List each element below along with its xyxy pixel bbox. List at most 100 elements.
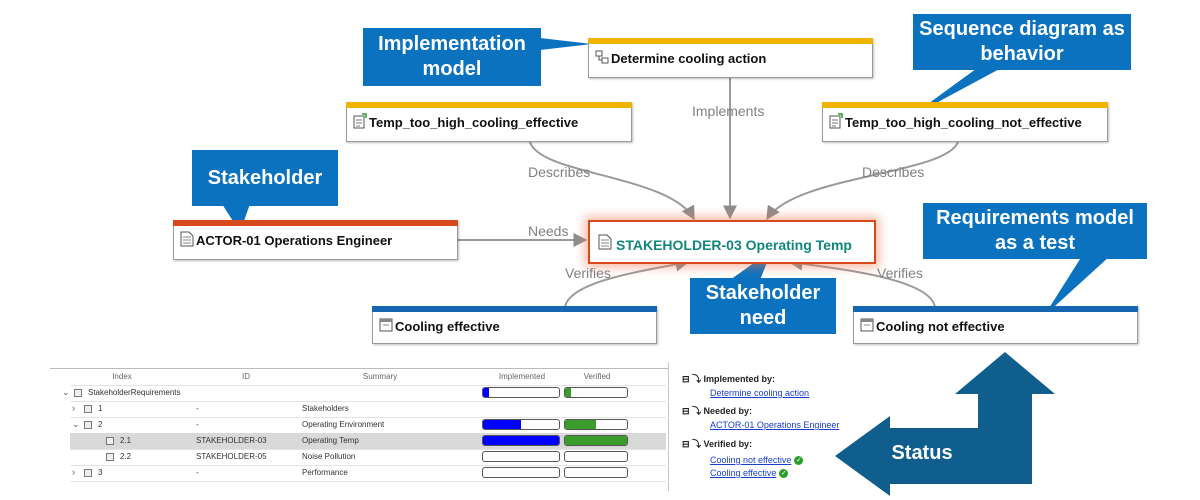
implemented-by-link[interactable]: Determine cooling action: [710, 388, 810, 398]
expand-icon[interactable]: ›: [72, 403, 75, 413]
needed-by-link[interactable]: ACTOR-01 Operations Engineer: [710, 420, 840, 430]
test-icon: [860, 318, 874, 332]
cell-index: 2: [98, 420, 103, 429]
implemented-progress-bar: [482, 467, 560, 478]
node-bar: [588, 38, 873, 44]
verified-progress-bar: [564, 451, 628, 462]
table-row[interactable]: ›1-Stakeholders: [70, 401, 666, 418]
node-stakeholder-operating-temp[interactable]: STAKEHOLDER-03 Operating Temp: [588, 220, 876, 264]
column-header-id[interactable]: ID: [242, 372, 250, 381]
collapse-icon[interactable]: ⌄: [72, 419, 80, 429]
node-determine-cooling-action[interactable]: Determine cooling action: [588, 38, 873, 78]
verifies-left-connector: [564, 257, 690, 308]
cell-summary: Stakeholders: [302, 404, 349, 413]
cell-id: -: [196, 420, 199, 429]
callout-requirements-model: Requirements model as a test: [923, 203, 1147, 259]
implemented-progress-bar: [482, 419, 560, 430]
relation-label-needs: Needs: [528, 223, 569, 239]
callout-stakeholder-need: Stakeholder need: [690, 278, 836, 334]
callout-implementation-model: Implementation model: [363, 28, 541, 86]
node-cooling-not-effective[interactable]: Cooling not effective: [853, 306, 1138, 344]
node-bar: [173, 220, 458, 226]
sequence-diagram-icon: [353, 113, 367, 129]
describes-left-connector: [529, 141, 695, 221]
table-header-row: Index ID Summary Implemented Verified: [70, 369, 666, 386]
cell-index: StakeholderRequirements: [88, 388, 181, 397]
requirement-icon: [598, 234, 612, 250]
describes-right-connector: [766, 141, 959, 221]
callout-sequence-diagram: Sequence diagram as behavior: [913, 14, 1131, 70]
cell-index: 2.2: [120, 452, 132, 461]
section-label: Verified by:: [703, 439, 753, 449]
link-text: Cooling effective: [710, 468, 777, 478]
requirement-icon: [84, 469, 92, 477]
verified-by-link-2[interactable]: Cooling effective✓: [710, 468, 789, 479]
verified-by-heading[interactable]: ⊟ ⤵ Verified by:: [682, 439, 753, 449]
cell-summary: Operating Temp: [302, 436, 359, 445]
implemented-progress-fill: [483, 436, 559, 445]
node-bar: [372, 306, 657, 312]
check-icon: ✓: [794, 456, 804, 466]
node-label: Temp_too_high_cooling_not_effective: [845, 115, 1082, 130]
node-temp-too-high-cooling-effective[interactable]: Temp_too_high_cooling_effective: [346, 102, 632, 142]
relation-label-verifies-right: Verifies: [877, 265, 923, 281]
table-row[interactable]: 2.2 STAKEHOLDER-05 Noise Pollution: [70, 449, 666, 466]
cell-summary: Noise Pollution: [302, 452, 356, 461]
verifies-right-connector: [788, 256, 936, 308]
requirement-icon: [84, 405, 92, 413]
column-header-summary[interactable]: Summary: [362, 372, 398, 381]
implemented-progress-fill: [483, 420, 521, 429]
relation-label-describes-left: Describes: [528, 164, 591, 180]
cell-id: -: [196, 468, 199, 477]
cell-id: -: [196, 404, 199, 413]
callout-pointer-implementation: [540, 38, 592, 50]
node-cooling-effective[interactable]: Cooling effective: [372, 306, 657, 344]
relation-label-verifies-left: Verifies: [565, 265, 611, 281]
implemented-progress-bar: [482, 435, 560, 446]
requirement-icon: [74, 389, 82, 397]
node-bar: [346, 102, 632, 108]
node-actor-operations-engineer[interactable]: ACTOR-01 Operations Engineer: [173, 220, 458, 260]
cell-summary: Operating Environment: [302, 420, 385, 429]
callout-pointer-requirements: [1044, 256, 1110, 316]
node-bar: [822, 102, 1108, 108]
verified-progress-bar: [564, 467, 628, 478]
node-label: STAKEHOLDER-03 Operating Temp: [616, 237, 852, 253]
requirement-icon: [84, 421, 92, 429]
implemented-progress-bar: [482, 451, 560, 462]
verified-progress-fill: [565, 420, 596, 429]
node-temp-too-high-cooling-not-effective[interactable]: Temp_too_high_cooling_not_effective: [822, 102, 1108, 142]
verified-progress-bar: [564, 419, 628, 430]
node-label: ACTOR-01 Operations Engineer: [196, 233, 393, 248]
section-label: Implemented by:: [703, 374, 776, 384]
column-header-verified[interactable]: Verified: [583, 372, 611, 381]
verified-progress-bar: [564, 387, 628, 398]
implemented-by-heading[interactable]: ⊟ ⤵ Implemented by:: [682, 374, 776, 384]
implemented-progress-bar: [482, 387, 560, 398]
requirement-icon: [106, 437, 114, 445]
callout-stakeholder: Stakeholder: [192, 150, 338, 206]
column-header-implemented[interactable]: Implemented: [498, 372, 546, 381]
cell-index: 2.1: [120, 436, 132, 445]
check-icon: ✓: [779, 469, 789, 479]
needed-by-heading[interactable]: ⊟ ⤵ Needed by:: [682, 406, 753, 416]
cell-id: STAKEHOLDER-05: [196, 452, 267, 461]
requirements-table: Index ID Summary Implemented Verified ⌄ S…: [50, 368, 669, 491]
test-icon: [379, 318, 393, 332]
callout-status: Status: [891, 441, 953, 464]
verified-progress-fill: [565, 388, 572, 397]
table-row[interactable]: ⌄ StakeholderRequirements: [62, 385, 666, 402]
verified-by-link-1[interactable]: Cooling not effective✓: [710, 455, 804, 466]
node-label: Determine cooling action: [611, 51, 767, 66]
expand-icon[interactable]: ›: [72, 467, 75, 477]
collapse-icon[interactable]: ⌄: [62, 387, 70, 397]
table-row[interactable]: ›3-Performance: [70, 465, 666, 482]
column-header-index[interactable]: Index: [112, 372, 132, 381]
node-label: Cooling effective: [395, 319, 500, 334]
table-row[interactable]: ⌄ 2 - Operating Environment: [70, 417, 666, 434]
sequence-diagram-icon: [829, 113, 843, 129]
verified-progress-fill: [565, 436, 627, 445]
requirement-icon: [180, 231, 194, 247]
panel-divider: [668, 362, 669, 490]
